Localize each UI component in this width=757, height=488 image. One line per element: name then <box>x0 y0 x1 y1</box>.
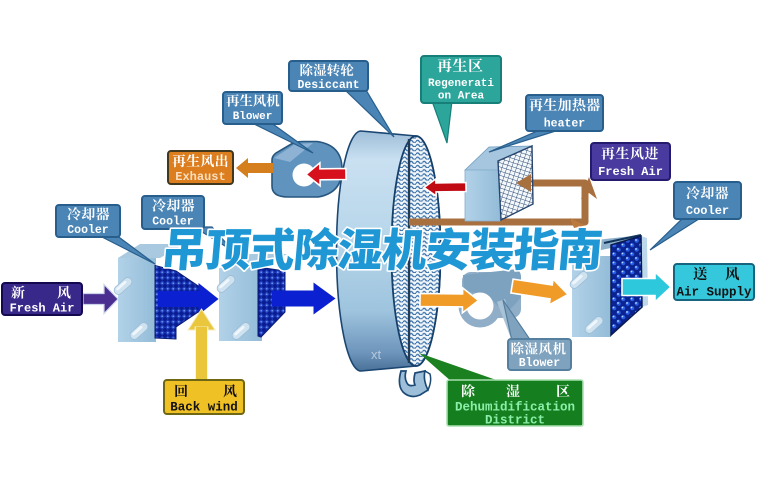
svg-text:Fresh Air: Fresh Air <box>10 302 75 316</box>
svg-text:Regenerati: Regenerati <box>428 78 494 90</box>
svg-text:Desiccant: Desiccant <box>297 79 359 92</box>
svg-text:Fresh Air: Fresh Air <box>598 165 663 179</box>
svg-text:Cooler: Cooler <box>686 204 729 218</box>
svg-text:heater: heater <box>544 118 586 131</box>
svg-text:Dehumidification: Dehumidification <box>455 401 575 415</box>
svg-text:Back wind: Back wind <box>170 401 238 415</box>
svg-text:Cooler: Cooler <box>152 216 194 229</box>
svg-text:Cooler: Cooler <box>67 224 109 237</box>
svg-text:District: District <box>485 414 545 428</box>
svg-text:on Area: on Area <box>438 91 485 103</box>
svg-text:Blower: Blower <box>233 111 273 123</box>
svg-text:Air Supply: Air Supply <box>676 286 752 300</box>
svg-text:Exhaust: Exhaust <box>175 170 225 184</box>
svg-text:Blower: Blower <box>519 357 561 370</box>
svg-text:xt: xt <box>371 347 382 362</box>
